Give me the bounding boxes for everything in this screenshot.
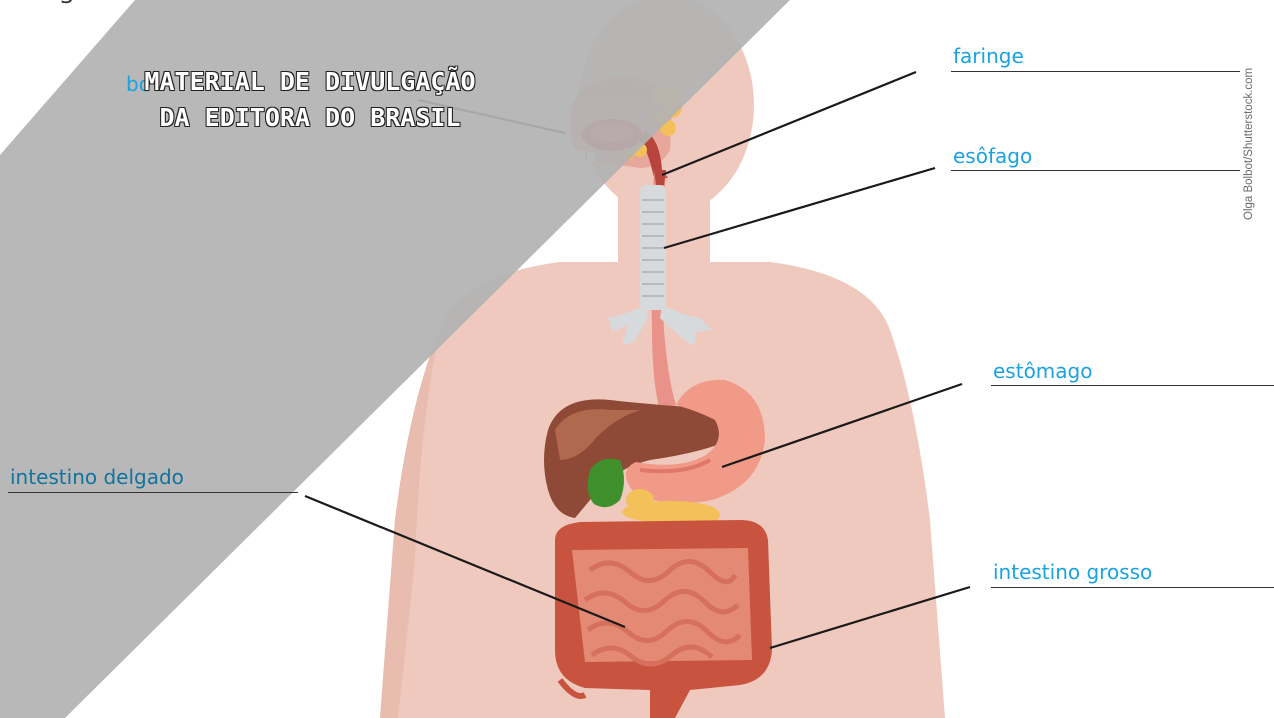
- gallbladder: [588, 459, 624, 507]
- watermark-line-2: DA EDITORA DO BRASIL: [120, 100, 500, 136]
- underline-intestino-grosso: [991, 587, 1274, 588]
- image-credit: Olga Bolbot/Shutterstock.com: [1243, 68, 1255, 220]
- underline-faringe: [951, 71, 1240, 72]
- cut-off-header-text: 3 · · · · · · · · · · · · · · · · · · · …: [60, 0, 480, 9]
- label-intestino-delgado: intestino delgado: [10, 465, 184, 489]
- watermark-line-1: MATERIAL DE DIVULGAÇÃO: [120, 64, 500, 100]
- label-estomago: estômago: [993, 359, 1092, 383]
- label-intestino-grosso: intestino grosso: [993, 560, 1152, 584]
- underline-intestino-delgado: [8, 492, 298, 493]
- label-esofago: esôfago: [953, 144, 1032, 168]
- label-faringe: faringe: [953, 44, 1024, 68]
- underline-esofago: [951, 170, 1240, 171]
- underline-estomago: [991, 385, 1274, 386]
- watermark-text: MATERIAL DE DIVULGAÇÃO DA EDITORA DO BRA…: [120, 64, 500, 136]
